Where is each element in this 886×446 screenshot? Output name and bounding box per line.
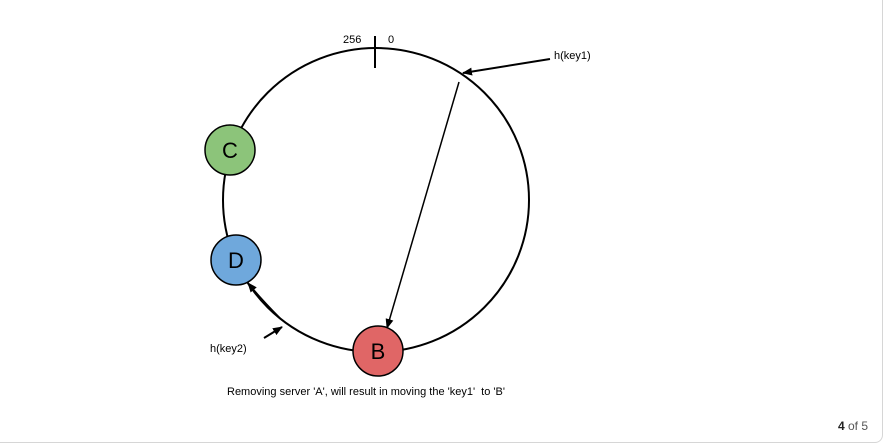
node-c: C — [204, 124, 256, 176]
key1-label: h(key1) — [554, 50, 591, 62]
key2-label: h(key2) — [210, 343, 247, 355]
svg-text:C: C — [222, 138, 238, 163]
node-b: B — [352, 325, 404, 377]
node-d: D — [210, 234, 262, 286]
key1-move-arrow — [385, 81, 460, 329]
slide-pager: 4 of 5 — [838, 419, 868, 433]
key1-pointer-arrow — [462, 58, 551, 76]
svg-text:B: B — [371, 339, 386, 364]
svg-text:D: D — [228, 248, 244, 273]
label-0: 0 — [388, 34, 394, 46]
label-256: 256 — [343, 34, 361, 46]
pager-current: 4 — [837, 419, 845, 433]
key2-move-arrow — [247, 282, 281, 319]
key2-pointer-arrow — [263, 326, 283, 339]
pager-total: of 5 — [847, 419, 868, 433]
diagram-caption: Removing server 'A', will result in movi… — [227, 386, 505, 398]
